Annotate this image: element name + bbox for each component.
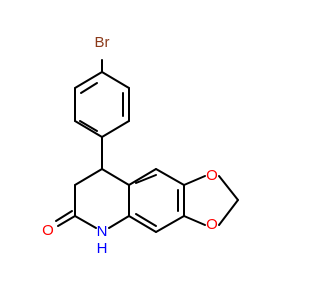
bond-arom-to-o-bottom xyxy=(183,215,206,226)
bond-arom-to-o-top xyxy=(183,175,206,186)
bond-arom-inner-1 xyxy=(135,174,157,184)
nitrogen-label: N xyxy=(97,223,108,240)
bond-c8-c7 xyxy=(74,168,103,186)
molecular-structure: Br O O O N H xyxy=(0,0,300,300)
oxygen-top-label: O xyxy=(206,167,218,184)
bond-phenyl-1 xyxy=(101,71,130,89)
bond-phenyl-6 xyxy=(74,71,103,89)
bond-arom-2 xyxy=(155,168,185,186)
bond-phenyl-inner-2 xyxy=(79,120,98,132)
carbonyl-oxygen-label: O xyxy=(42,222,54,239)
bond-phenyl-inner-3 xyxy=(80,82,98,94)
bond-c6-n xyxy=(74,215,97,229)
bond-arom-inner-3 xyxy=(135,213,157,227)
bond-phenyl-3 xyxy=(101,120,130,138)
bond-n-c4a xyxy=(108,215,130,229)
bromine-label: Br xyxy=(95,34,110,51)
bond-o-bottom-to-ch2 xyxy=(218,199,239,226)
bond-phenyl-4 xyxy=(74,120,103,138)
oxygen-bottom-label: O xyxy=(206,216,218,233)
bond-c6-o-2 xyxy=(55,210,73,222)
bond-c8-c8a xyxy=(101,168,130,186)
bond-arom-5 xyxy=(128,215,157,233)
canvas-background xyxy=(0,0,300,300)
bond-c6-o-1 xyxy=(57,215,76,227)
hydrogen-label: H xyxy=(97,240,108,257)
bond-arom-4 xyxy=(155,215,185,233)
bond-o-top-to-ch2 xyxy=(218,175,239,201)
bond-arom-1 xyxy=(128,168,157,186)
